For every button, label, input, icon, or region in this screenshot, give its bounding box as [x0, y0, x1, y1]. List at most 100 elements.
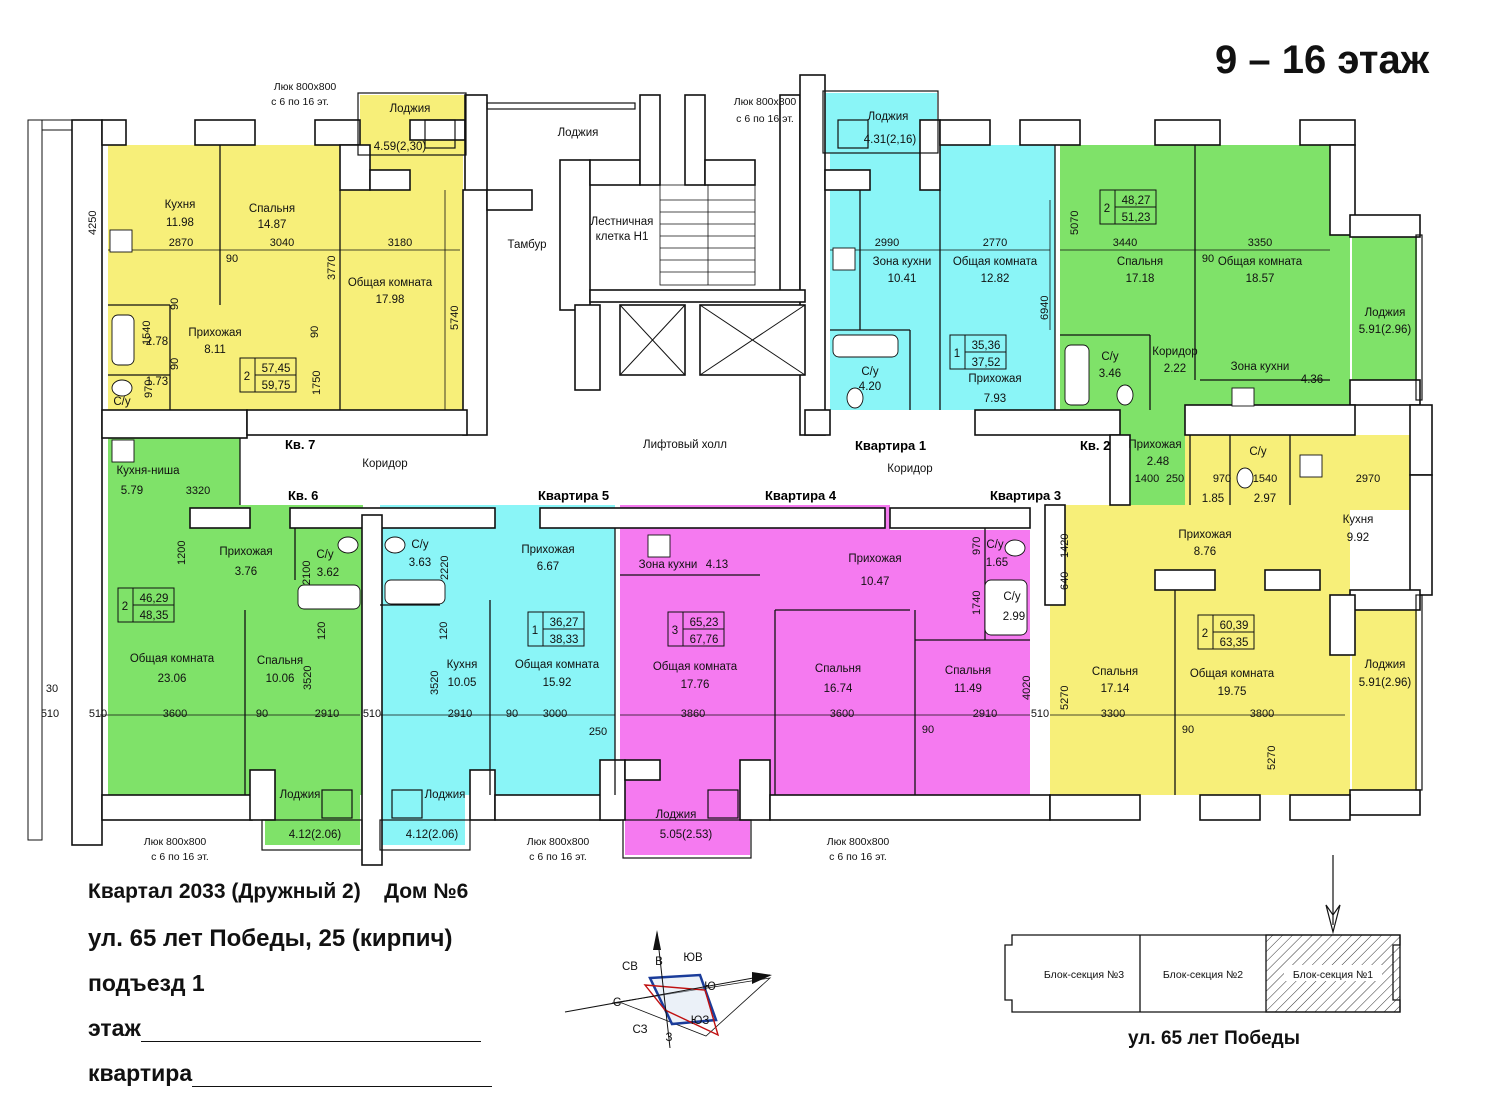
- room-r07-area: 1.73: [146, 376, 168, 388]
- hatch-note-2-l2: с 6 по 16 эт.: [736, 113, 794, 125]
- kv3-rooms: 2: [1202, 628, 1208, 640]
- room-r06-area: 2.78: [146, 336, 168, 348]
- room-r21-area: 3.76: [235, 566, 257, 578]
- room-r24-name: Спальня: [257, 655, 303, 667]
- dim: 510: [41, 708, 59, 720]
- hatch-note-2-l1: Люк 800х800: [734, 96, 797, 108]
- apartment-field: квартира: [88, 1060, 493, 1087]
- kv5-label: Квартира 5: [538, 488, 609, 503]
- dim: 6940: [1039, 296, 1051, 320]
- room-r31-name: Зона кухни: [639, 559, 698, 571]
- room-r25-area: 4.12(2.06): [289, 829, 342, 841]
- room-r28-name: Кухня: [447, 659, 478, 671]
- room-r45-area: 5.91(2.96): [1359, 677, 1412, 689]
- fixtures: [109, 229, 1323, 636]
- dim: 510: [363, 708, 381, 720]
- dim: 30: [46, 683, 58, 695]
- stove-icon: [647, 534, 671, 558]
- room-r14-area: 18.57: [1246, 273, 1275, 285]
- dim: 1540: [1253, 473, 1277, 485]
- room-r15-area: 5.91(2.96): [1359, 324, 1412, 336]
- room-r06-name: С/у: [113, 396, 131, 408]
- room-r26-name: С/у: [411, 539, 429, 551]
- stove-icon: [109, 229, 133, 253]
- room-r20-area: 5.79: [121, 485, 143, 497]
- dim: 90: [1202, 253, 1214, 265]
- room-r18-area: 4.36: [1301, 374, 1323, 386]
- stair-label-2: клетка Н1: [596, 231, 649, 243]
- zone-kv3: [1050, 505, 1350, 795]
- dim: 3600: [830, 708, 854, 720]
- room-r11-area: 4.20: [859, 381, 881, 393]
- common-loggia: Лоджия: [558, 127, 599, 139]
- kv7-area-living: 57,45: [262, 363, 291, 375]
- room-r13-name: Спальня: [1117, 256, 1163, 268]
- compass-e: В: [655, 956, 663, 968]
- room-r37-name: Спальня: [945, 665, 991, 677]
- dim: 4250: [87, 211, 99, 235]
- dimension-lines: [100, 190, 1345, 716]
- room-labels: Лоджия 4.59(2,30) Кухня 11.98 Спальня 14…: [113, 103, 1411, 841]
- kv6-rooms: 2: [122, 601, 128, 613]
- kv2-area-total: 51,23: [1122, 212, 1151, 224]
- toilet-icon: [846, 387, 864, 409]
- toilet-icon: [1004, 539, 1026, 557]
- room-r44-area: 19.75: [1218, 686, 1247, 698]
- toilet-icon: [111, 379, 133, 397]
- room-r28-area: 10.05: [448, 677, 477, 689]
- dim: 2990: [875, 237, 899, 249]
- dim: 3860: [681, 708, 705, 720]
- walls: [71, 74, 1433, 866]
- dim: 2100: [301, 561, 313, 585]
- dim: 90: [309, 326, 321, 338]
- dim: 90: [1182, 724, 1194, 736]
- partitions: [108, 145, 1330, 795]
- room-r40-area: 2.97: [1254, 493, 1276, 505]
- dim: 2220: [439, 556, 451, 580]
- kv5-area-living: 36,27: [550, 617, 579, 629]
- kv7-area-total: 59,75: [262, 380, 291, 392]
- kv3-label: Квартира 3: [990, 488, 1061, 503]
- common-labels: Лоджия Тамбур Лестничная клетка Н1 Лифто…: [362, 127, 932, 475]
- dim: 640: [1059, 572, 1071, 590]
- stair-label-1: Лестничная: [591, 216, 654, 228]
- room-r12-name: Прихожая: [968, 373, 1021, 385]
- hatch-note-4-l1: Люк 800х800: [527, 836, 590, 848]
- hatch-note-5-l2: с 6 по 16 эт.: [829, 851, 887, 863]
- room-r21-name: Прихожая: [219, 546, 272, 558]
- dim: 90: [169, 358, 181, 370]
- room-r30-area: 4.12(2.06): [406, 829, 459, 841]
- room-r23-area: 23.06: [158, 673, 187, 685]
- dim: 2770: [983, 237, 1007, 249]
- dim: 3320: [186, 485, 210, 497]
- room-r01-name: Лоджия: [390, 103, 431, 115]
- area-box-texts: 2 57,45 59,75 1 35,36 37,52 2 48,27 51,2…: [122, 195, 1249, 649]
- room-r18-name: Зона кухни: [1231, 361, 1290, 373]
- room-r33-name: С/у: [986, 539, 1004, 551]
- room-r11-name: С/у: [861, 366, 879, 378]
- dim: 5070: [1069, 211, 1081, 235]
- floor-field: этаж: [88, 1015, 481, 1042]
- room-r30-name: Лоджия: [425, 789, 466, 801]
- compass-rose: В СВ ЮВ Ю ЮЗ З СЗ С: [564, 930, 772, 1049]
- corridor-left-label: Коридор: [362, 458, 407, 470]
- room-r03-name: Спальня: [249, 203, 295, 215]
- compass-s: Ю: [704, 981, 716, 993]
- lift-shafts: [619, 304, 806, 376]
- room-r41-area: 9.92: [1347, 532, 1369, 544]
- room-r34-area: 2.99: [1003, 611, 1025, 623]
- kv2-label: Кв. 2: [1080, 438, 1110, 453]
- room-r27-area: 6.67: [537, 561, 559, 573]
- room-r10-area: 12.82: [981, 273, 1010, 285]
- dim: 90: [226, 253, 238, 265]
- dim: 3180: [388, 237, 412, 249]
- room-r32-area: 10.47: [861, 576, 890, 588]
- address-block: Квартал 2033 (Дружный 2) Дом №6: [88, 880, 469, 903]
- apartment-labels: Кв. 7 Квартира 1 Кв. 2 Кв. 6 Квартира 5 …: [285, 437, 1110, 503]
- dim: 3040: [270, 237, 294, 249]
- room-r37-area: 11.49: [954, 683, 982, 695]
- dim: 90: [256, 708, 268, 720]
- kv1-area-living: 35,36: [972, 340, 1001, 352]
- room-r35-name: Общая комната: [653, 661, 738, 673]
